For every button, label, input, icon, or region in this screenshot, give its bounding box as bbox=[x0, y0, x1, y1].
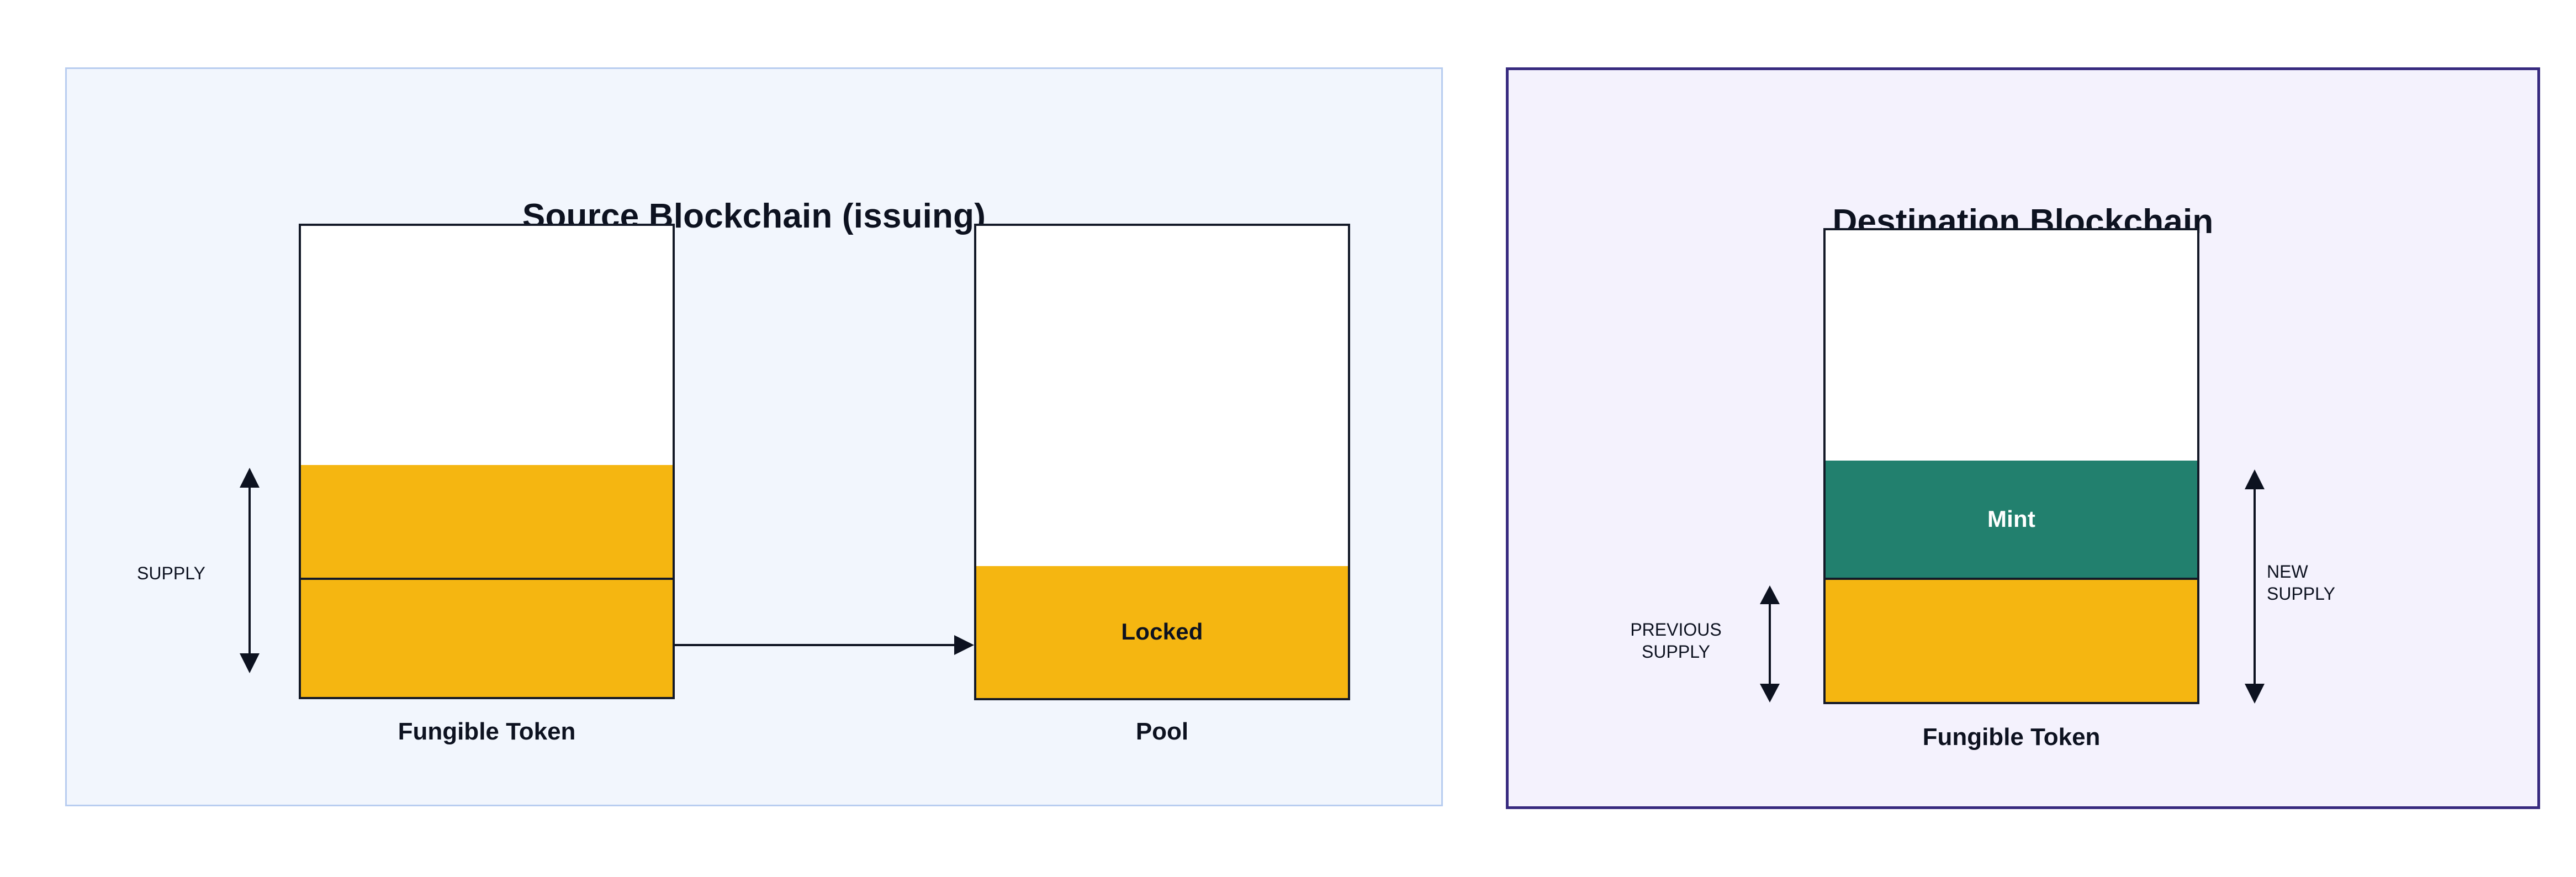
pool-caption: Pool bbox=[1135, 718, 1189, 745]
supply-measure-arrow bbox=[239, 468, 261, 673]
previous-supply-measure-arrow bbox=[1759, 585, 1781, 702]
source-fungible-token-caption: Fungible Token bbox=[398, 718, 576, 745]
previous-supply-measure-label: PREVIOUS SUPPLY bbox=[1630, 620, 1722, 662]
supply-measure-label: SUPPLY bbox=[137, 563, 205, 583]
pool-locked-segment: Locked bbox=[976, 566, 1348, 698]
pool-empty-capacity-segment bbox=[976, 226, 1348, 566]
lock-transfer-arrow bbox=[675, 634, 974, 656]
new-supply-measure-arrow bbox=[2244, 469, 2266, 704]
destination-fungible-token-caption: Fungible Token bbox=[1922, 723, 2101, 751]
destination-token-previous-supply-segment bbox=[1826, 578, 2197, 702]
pool-stack: Locked bbox=[974, 224, 1350, 700]
source-token-remaining-supply-segment bbox=[301, 464, 673, 578]
source-fungible-token-stack bbox=[299, 224, 675, 699]
source-token-transferred-supply-segment bbox=[301, 577, 673, 697]
destination-token-headroom-segment bbox=[1826, 230, 2197, 461]
new-supply-measure-label: NEW SUPPLY bbox=[2267, 562, 2335, 604]
destination-fungible-token-stack: Mint bbox=[1823, 228, 2199, 704]
source-token-headroom-segment bbox=[301, 226, 673, 465]
destination-token-mint-segment: Mint bbox=[1826, 460, 2197, 578]
